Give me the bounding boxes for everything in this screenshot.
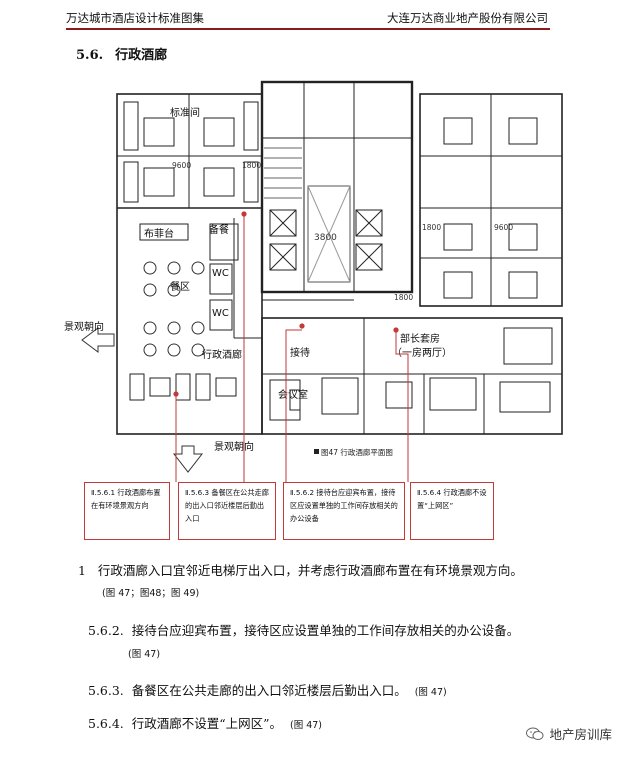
label-view-south: 景观朝向 [214, 440, 254, 453]
section-heading: 行政酒廊 [115, 48, 168, 63]
caption-text: 行政酒廊平面图 [338, 447, 393, 457]
header-rule [66, 28, 550, 30]
label-view-west: 景观朝向 [64, 320, 104, 333]
section-number: 5.6. [76, 48, 104, 63]
label-buffet: 布菲台 [144, 227, 174, 240]
label-suite-sub: （一房两厅） [392, 346, 452, 359]
header-right: 大连万达商业地产股份有限公司 [387, 11, 548, 25]
label-lounge: 行政酒廊 [202, 348, 242, 361]
label-meeting: 会议室 [278, 388, 308, 401]
callout-box-1: Ⅱ.5.6.1 行政酒廊布置在有环境景观方向 [84, 482, 170, 540]
paragraph-4: 5.6.4. 行政酒廊不设置“上网区”。 (图 47) [88, 713, 322, 732]
caption-marker [314, 449, 319, 454]
caption-prefix: 图47 [321, 448, 338, 457]
wechat-icon [526, 727, 544, 740]
paragraph-2-text: 接待台应迎宾布置，接待区应设置单独的工作间存放相关的办公设备。 [131, 623, 520, 638]
paragraph-1-text: 行政酒廊入口宜邻近电梯厅出入口，并考虑行政酒廊布置在有环境景观方向。 [97, 563, 523, 578]
dim-1800-b: 1800 [422, 223, 441, 232]
paragraph-2-ref: (图 47) [128, 649, 161, 660]
watermark: 地产房训库 [526, 724, 612, 743]
paragraph-1-number: 1 [78, 563, 86, 578]
paragraph-3-number: 5.6.3. [88, 683, 124, 698]
callout-box-4: Ⅱ.5.6.4 行政酒廊不设置“上网区” [410, 482, 494, 540]
label-wc-2: WC [212, 308, 229, 319]
watermark-text: 地产房训库 [549, 727, 612, 742]
floor-plan-drawing: 标准间 布菲台 备餐 餐区 WC WC 行政酒廊 接待 会议室 部长套房 （一房… [64, 80, 563, 473]
callout-box-2: Ⅱ.5.6.2 接待台应迎宾布置，接待区应设置单独的工作间存放相关的办公设备 [283, 482, 405, 540]
paragraph-1-ref: (图 47；图48；图 49) [102, 588, 200, 599]
paragraph-4-number: 5.6.4. [88, 716, 124, 731]
label-pantry: 备餐 [209, 223, 229, 236]
section-title: 5.6. 行政酒廊 [76, 44, 167, 63]
page-header: 万达城市酒店设计标准图集 大连万达商业地产股份有限公司 [66, 10, 548, 28]
dim-3800: 3800 [314, 233, 337, 243]
paragraph-3-ref: (图 47) [414, 687, 447, 698]
paragraph-3: 5.6.3. 备餐区在公共走廊的出入口邻近楼层后勤出入口。 (图 47) [88, 680, 447, 699]
dim-9600-b: 9600 [494, 223, 513, 232]
paragraph-3-text: 备餐区在公共走廊的出入口邻近楼层后勤出入口。 [131, 683, 407, 698]
label-reception: 接待 [290, 346, 310, 359]
label-dining: 餐区 [170, 280, 190, 293]
paragraph-2-number: 5.6.2. [88, 623, 124, 638]
label-wc-1: WC [212, 268, 229, 279]
paragraph-4-text: 行政酒廊不设置“上网区”。 [131, 716, 283, 731]
figure-caption: 图47 行政酒廊平面图 [321, 447, 393, 457]
callout-box-3: Ⅱ.5.6.3 备餐区在公共走廊的出入口邻近楼层后勤出入口 [178, 482, 276, 540]
label-suite: 部长套房 [400, 332, 440, 345]
paragraph-1: 1 行政酒廊入口宜邻近电梯厅出入口，并考虑行政酒廊布置在有环境景观方向。 [78, 560, 523, 579]
dim-1800-a: 1800 [242, 161, 261, 170]
label-standard-room: 标准间 [170, 106, 200, 119]
paragraph-4-ref: (图 47) [289, 720, 323, 731]
header-left: 万达城市酒店设计标准图集 [66, 11, 204, 25]
paragraph-2: 5.6.2. 接待台应迎宾布置，接待区应设置单独的工作间存放相关的办公设备。 [88, 620, 519, 639]
dim-1800-c: 1800 [394, 293, 413, 302]
dim-9600-a: 9600 [172, 161, 191, 170]
